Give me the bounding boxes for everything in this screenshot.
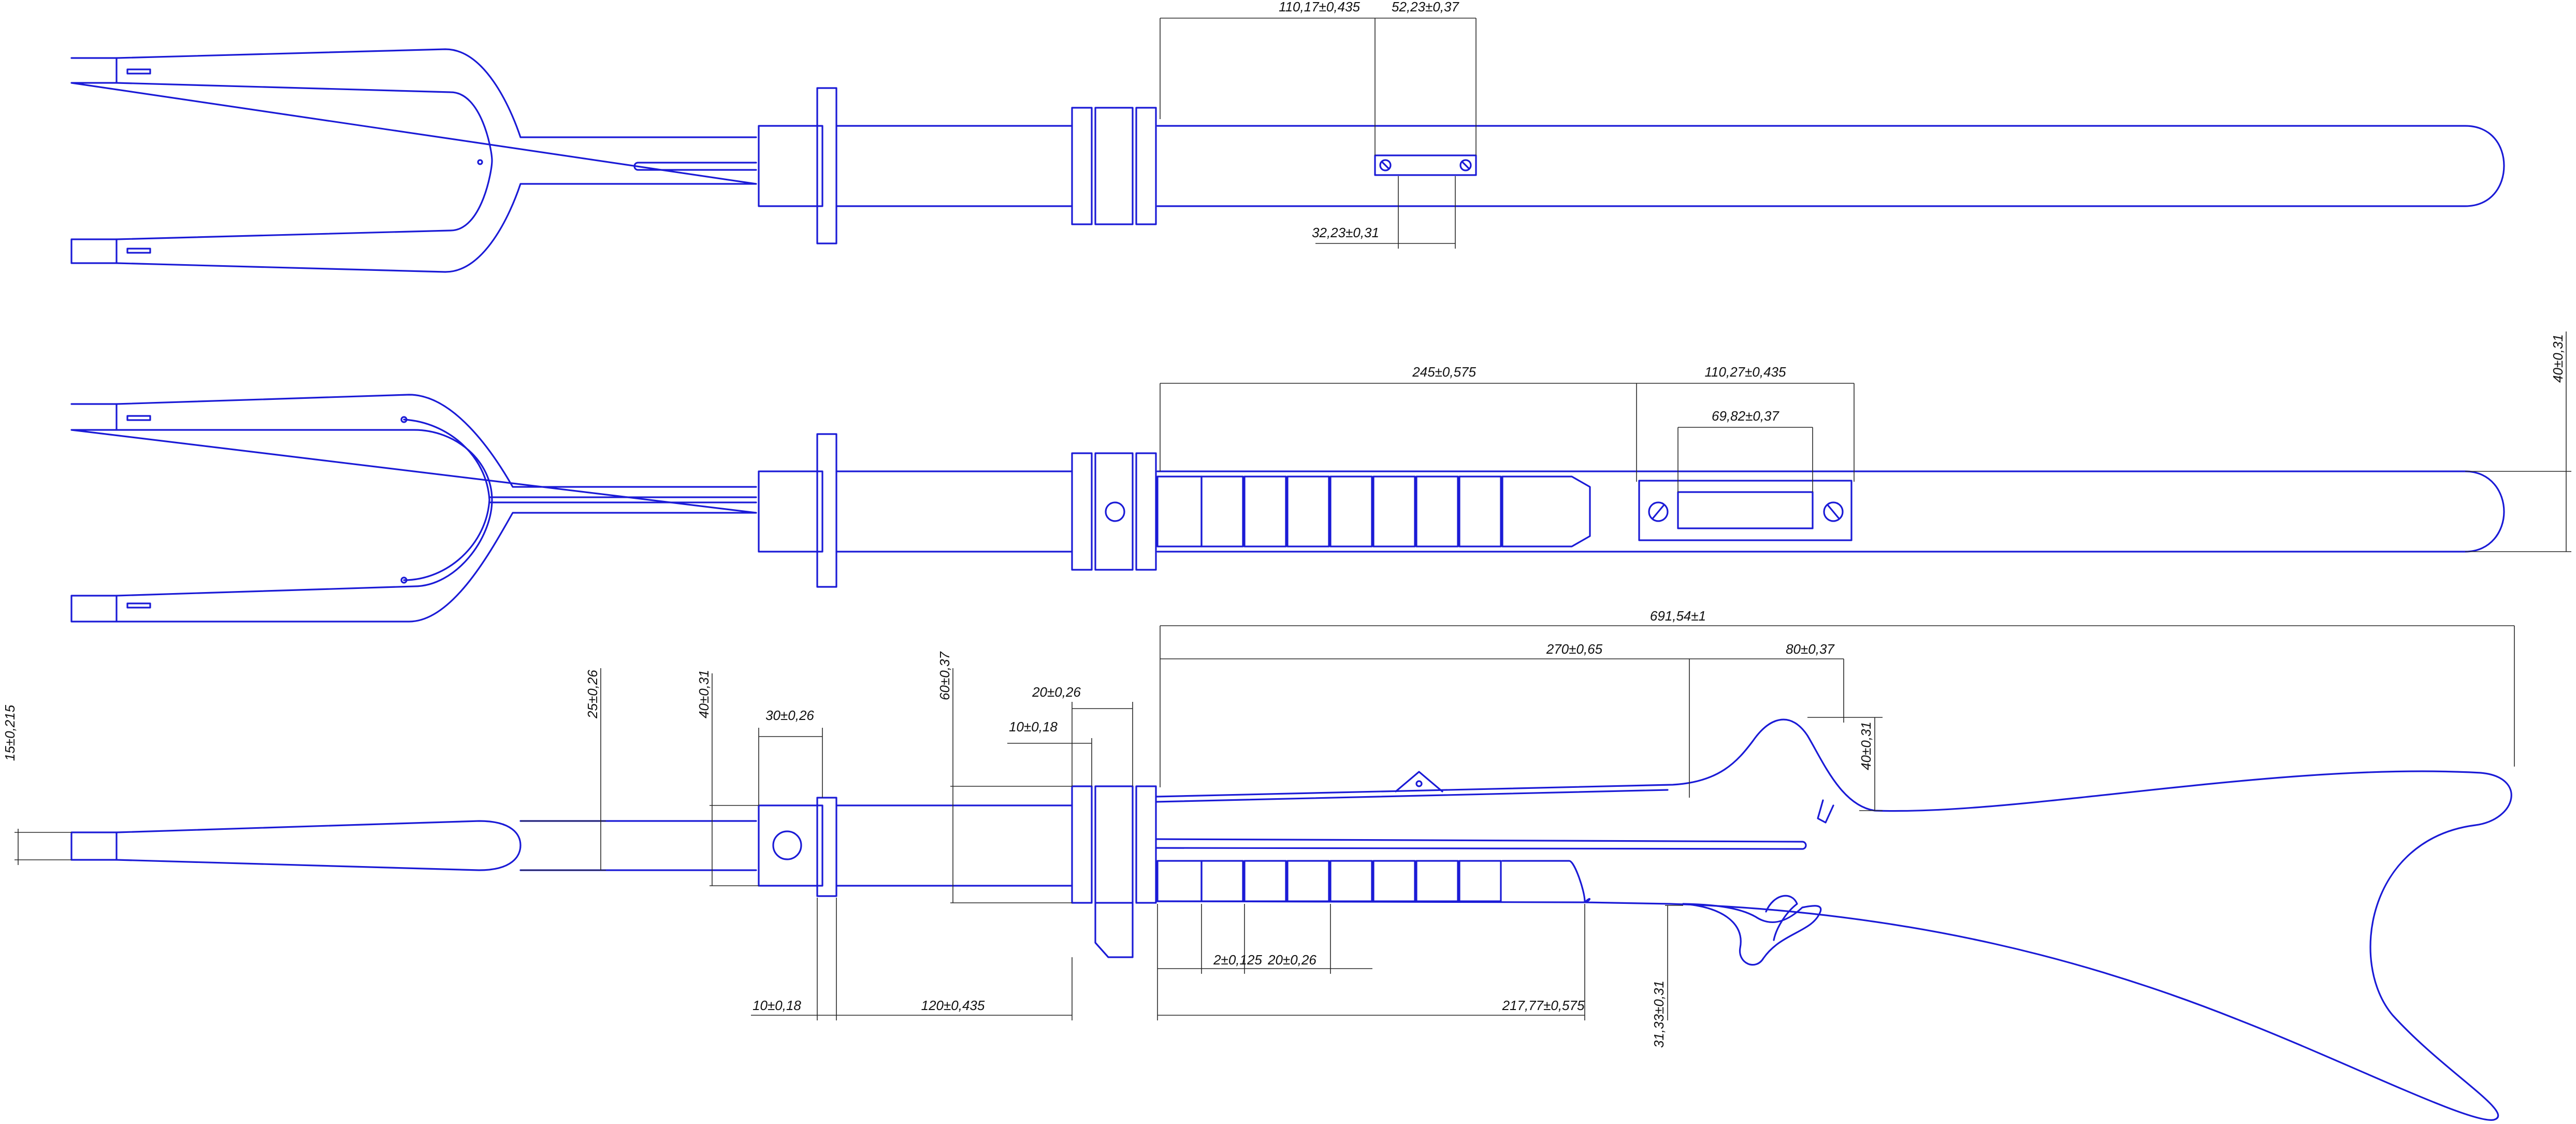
side-tine-slot-upper bbox=[126, 415, 151, 421]
front-dim-10a: 10±0,18 bbox=[1009, 719, 1058, 734]
side-clamp-hole bbox=[1105, 501, 1125, 522]
front-tine bbox=[70, 820, 522, 871]
front-dimensions: 691,54±1 270±0,65 80±0,37 40±0,31 15±0,2… bbox=[2, 608, 2515, 1048]
side-shaft-lines bbox=[835, 470, 1073, 553]
front-grip-rings bbox=[1156, 860, 1586, 902]
side-sight-screw-slots bbox=[1652, 505, 1840, 519]
side-clamp-2 bbox=[1094, 452, 1134, 571]
side-center-rod bbox=[488, 496, 757, 503]
side-dimensions: 245±0,575 110,27±0,435 69,82±0,37 40±0,3… bbox=[1160, 332, 2571, 552]
top-dim-lines bbox=[1160, 18, 1477, 249]
front-stock bbox=[1155, 718, 2512, 1121]
front-dim-15: 15±0,215 bbox=[2, 704, 18, 761]
side-tine-slot-lower bbox=[126, 602, 151, 609]
front-clamp-foot bbox=[1094, 902, 1134, 958]
top-barrel bbox=[1156, 125, 2505, 207]
top-view bbox=[70, 48, 2505, 273]
front-dim-25: 25±0,26 bbox=[585, 670, 600, 719]
side-sight-screw-right bbox=[1823, 501, 1844, 522]
side-clamp-3 bbox=[1135, 452, 1157, 571]
top-sight-screw-left bbox=[1379, 159, 1392, 171]
front-dim-120: 120±0,435 bbox=[921, 998, 985, 1013]
top-tine-slot-upper bbox=[126, 68, 151, 75]
front-shaft-lines-2 bbox=[835, 804, 1073, 887]
top-flange bbox=[816, 87, 837, 244]
front-bore-rod bbox=[1155, 838, 1807, 850]
top-shaft-slot bbox=[633, 162, 757, 171]
top-fork-dot bbox=[477, 159, 483, 165]
front-dim-40r: 40±0,31 bbox=[1858, 722, 1874, 770]
front-dim-lines bbox=[15, 625, 2515, 1020]
front-clamp-2 bbox=[1094, 785, 1134, 904]
side-sight-base bbox=[1638, 480, 1853, 541]
front-collar bbox=[758, 804, 823, 887]
front-dim-overall: 691,54±1 bbox=[1650, 608, 1706, 624]
top-fork-outline bbox=[70, 48, 757, 273]
front-dim-40: 40±0,31 bbox=[696, 670, 712, 718]
front-dim-270: 270±0,65 bbox=[1546, 641, 1603, 657]
front-trigger bbox=[1765, 895, 1798, 941]
front-dim-20a: 20±0,26 bbox=[1032, 684, 1081, 700]
front-view bbox=[70, 718, 2512, 1121]
side-arc-end-top bbox=[400, 416, 408, 423]
top-shaft-lines bbox=[835, 125, 1073, 207]
side-dim-label-2: 110,27±0,435 bbox=[1705, 364, 1786, 380]
side-arc-end-bottom bbox=[400, 577, 408, 584]
front-dim-30: 30±0,26 bbox=[765, 708, 814, 723]
front-sight-bead bbox=[1395, 771, 1443, 792]
top-sight-screw-slots bbox=[1381, 161, 1470, 169]
front-stock-topline bbox=[1155, 789, 1669, 803]
side-dim-label-4: 40±0,31 bbox=[2550, 334, 2566, 383]
side-collar bbox=[758, 470, 823, 553]
top-sight-screw-right bbox=[1459, 159, 1472, 171]
top-collar bbox=[758, 125, 823, 207]
front-dim-10b: 10±0,18 bbox=[752, 998, 801, 1013]
top-dim-label-1: 110,17±0,435 bbox=[1279, 0, 1360, 15]
front-clamp-1 bbox=[1071, 785, 1093, 904]
front-flange bbox=[816, 797, 837, 897]
top-dim-label-3: 32,23±0,31 bbox=[1312, 225, 1379, 240]
top-tine-slot-lower bbox=[126, 248, 151, 254]
side-inner-arc bbox=[403, 419, 490, 581]
front-dim-2: 2±0,125 bbox=[1213, 952, 1262, 968]
side-barrel bbox=[1156, 470, 2505, 553]
front-rear-pin bbox=[1817, 799, 1834, 824]
side-grip-rings bbox=[1156, 475, 1591, 547]
front-dim-60: 60±0,37 bbox=[937, 651, 952, 700]
front-dim-20b: 20±0,26 bbox=[1267, 952, 1316, 968]
top-clamp-3 bbox=[1135, 107, 1157, 225]
front-dim-31: 31,33±0,31 bbox=[1651, 981, 1667, 1048]
top-clamp-1 bbox=[1071, 107, 1093, 225]
side-view bbox=[70, 394, 2505, 623]
top-dimensions: 110,17±0,435 52,23±0,37 32,23±0,31 bbox=[1160, 0, 1477, 249]
front-trigger-guard bbox=[1682, 903, 1822, 966]
side-dim-lines bbox=[1160, 332, 2571, 552]
front-dim-217: 217,77±0,575 bbox=[1502, 998, 1585, 1013]
side-clamp-1 bbox=[1071, 452, 1093, 571]
top-clamp-2 bbox=[1094, 107, 1134, 225]
top-dim-label-2: 52,23±0,37 bbox=[1392, 0, 1459, 15]
front-shaft-lines bbox=[519, 820, 757, 871]
side-dim-label-3: 69,82±0,37 bbox=[1712, 408, 1779, 424]
front-sight-bead-dot bbox=[1415, 780, 1423, 787]
top-sight-plate bbox=[1374, 154, 1477, 176]
side-flange bbox=[816, 433, 837, 588]
front-dim-80: 80±0,37 bbox=[1786, 641, 1835, 657]
side-sight-screw-left bbox=[1648, 501, 1669, 522]
front-clamp-3 bbox=[1135, 785, 1157, 904]
side-sight-window bbox=[1677, 491, 1814, 529]
side-dim-label-1: 245±0,575 bbox=[1412, 364, 1476, 380]
front-collar-hole bbox=[772, 830, 802, 860]
side-fork-outline bbox=[70, 394, 757, 623]
